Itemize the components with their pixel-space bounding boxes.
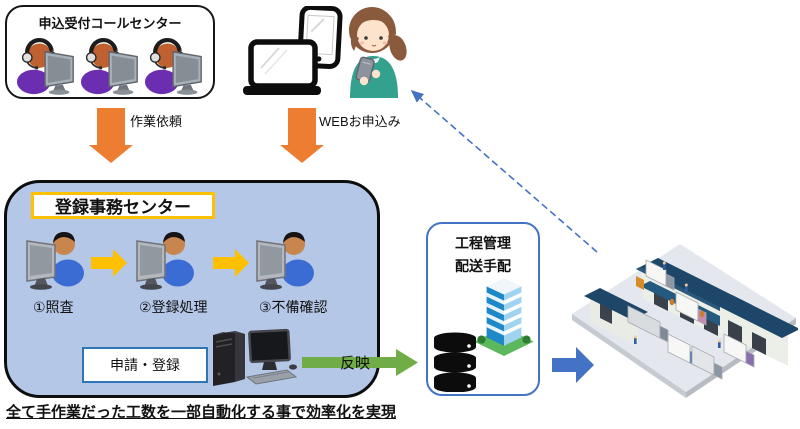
work-request-arrow-icon bbox=[89, 108, 133, 163]
operator-headset-icon bbox=[143, 35, 205, 95]
office-worker-icon bbox=[136, 231, 195, 291]
step-label-deficiency-check: ③不備確認 bbox=[259, 299, 328, 315]
registration-center-box: 登録事務センター ①照査 ②登録処理 ③不備確認 申請・登録 bbox=[4, 180, 380, 398]
web-devices-group bbox=[243, 6, 343, 95]
web-application-label: WEBお申込み bbox=[319, 114, 401, 129]
call-center-operators bbox=[15, 35, 205, 95]
step-label-registration: ②登録処理 bbox=[139, 299, 208, 315]
web-application-arrow-icon bbox=[280, 108, 324, 163]
registration-center-title: 登録事務センター bbox=[31, 192, 215, 219]
process-management-title-line2: 配送手配 bbox=[455, 258, 511, 274]
step-arrow-icon bbox=[213, 249, 249, 277]
laptop-icon bbox=[243, 39, 321, 95]
reflect-label: 反映 bbox=[340, 355, 371, 372]
process-management-box: 工程管理 配送手配 bbox=[426, 222, 540, 396]
desktop-computer-icon bbox=[213, 328, 298, 386]
footer-note: 全て手作業だった工数を一部自動化する事で効率化を実現 bbox=[6, 404, 397, 421]
office-worker-icon bbox=[256, 231, 315, 291]
work-request-label: 作業依頼 bbox=[130, 114, 183, 129]
call-center-box: 申込受付コールセンター bbox=[5, 5, 215, 99]
step-label-inspection: ①照査 bbox=[33, 299, 74, 315]
application-registration-box: 申請・登録 bbox=[82, 347, 208, 383]
delivery-arrow-icon bbox=[552, 347, 594, 383]
operator-headset-icon bbox=[79, 35, 141, 95]
operator-headset-icon bbox=[15, 35, 77, 95]
step-arrow-icon bbox=[91, 249, 127, 277]
office-worker-icon bbox=[26, 231, 85, 291]
warehouse-illustration bbox=[572, 244, 798, 398]
office-building-icon bbox=[474, 278, 534, 356]
database-icon bbox=[434, 332, 476, 392]
call-center-title: 申込受付コールセンター bbox=[38, 16, 182, 31]
process-management-title-line1: 工程管理 bbox=[455, 235, 511, 251]
woman-smartphone-illustration bbox=[349, 7, 407, 98]
reflect-arrow-icon bbox=[302, 349, 418, 376]
